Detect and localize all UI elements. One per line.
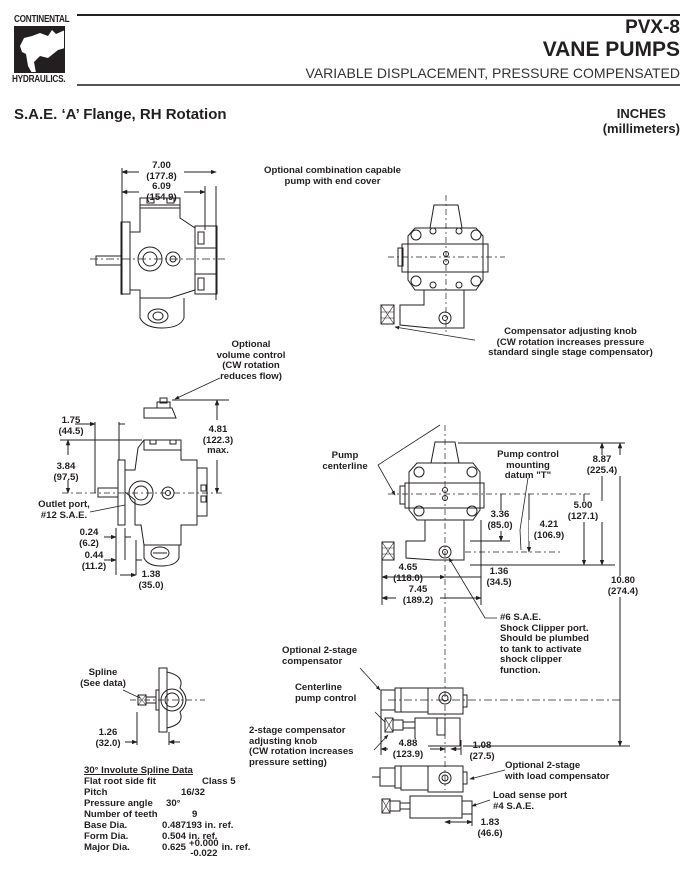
spline-data-table: 30° Involute Spline Data Flat root side … — [84, 765, 250, 859]
combination-view-pump — [380, 195, 505, 341]
dim-0-44: 0.44(11.2) — [81, 550, 107, 572]
header-rule-top — [77, 14, 680, 16]
dim-1-38: 1.38(35.0) — [138, 569, 164, 591]
header-rule-bottom — [77, 84, 680, 86]
two-stage-compensator — [359, 667, 630, 826]
dim-4-65: 4.65(118.0) — [393, 562, 423, 584]
logo-text-top: CONTINENTAL — [14, 14, 70, 25]
dim-1-26: 1.26(32.0) — [95, 727, 121, 749]
dim-8-87: 8.87(225.4) — [582, 454, 622, 476]
dim-3-84: 3.84(97.5) — [53, 461, 79, 483]
dim-4-21: 4.21(106.9) — [529, 519, 569, 541]
dim-7-00: 7.00(177.8) — [146, 160, 177, 182]
dim-1-75: 1.75(44.5) — [58, 415, 84, 437]
spline-row: Major Dia. 0.625 +0.000 -0.022 in. ref. — [84, 838, 251, 859]
units-legend: INCHES (millimeters) — [603, 106, 680, 136]
dim-1-83: 1.83(46.6) — [477, 817, 503, 839]
spline-data-title: 30° Involute Spline Data — [84, 765, 193, 776]
load-sense-callout: Load sense port#4 S.A.E. — [493, 790, 568, 812]
dim-1-08: 1.08(27.5) — [469, 740, 495, 762]
logo-text-bottom: HYDRAULICS. — [12, 74, 66, 85]
product-subtitle: VARIABLE DISPLACEMENT, PRESSURE COMPENSA… — [305, 65, 680, 81]
spline-row: Base Dia.0.487193 in. ref. — [84, 820, 234, 831]
dim-7-45: 7.45(189.2) — [396, 584, 440, 606]
dim-1-36: 1.36(34.5) — [486, 566, 512, 588]
tolerance: +0.000 -0.022 — [189, 838, 219, 859]
spline-view-drawing — [122, 667, 205, 745]
top-view-pump — [90, 168, 225, 329]
units-primary: INCHES — [616, 106, 666, 121]
spline-row: Form Dia.0.504 in. ref. — [84, 831, 218, 842]
shock-clipper-callout: #6 S.A.E.Shock Clipper port.Should be pl… — [500, 612, 590, 676]
dim-0-24: 0.24(6.2) — [79, 527, 99, 549]
section-title: S.A.E. ‘A’ Flange, RH Rotation — [14, 106, 227, 123]
dim-10-80: 10.80(274.4) — [602, 575, 644, 597]
outlet-port-callout: Outlet port,#12 S.A.E. — [38, 499, 90, 521]
compensator-knob-callout: Compensator adjusting knob(CW rotation i… — [488, 326, 653, 358]
rhino-logo-icon — [14, 26, 65, 73]
dim-4-81: 4.81(122.3)max. — [198, 424, 238, 457]
units-secondary: (millimeters) — [602, 121, 680, 136]
side-view-pump — [60, 377, 229, 578]
dim-3-36: 3.36(85.0) — [484, 509, 516, 531]
dim-6-09: 6.09(154.9) — [146, 181, 177, 203]
dim-5-00: 5.00(127.1) — [561, 500, 605, 522]
model-title: PVX-8 — [625, 17, 680, 38]
spline-callout: Spline(See data) — [80, 667, 126, 689]
dim-4-88: 4.88(123.9) — [388, 738, 428, 760]
product-title: VANE PUMPS — [542, 38, 680, 61]
